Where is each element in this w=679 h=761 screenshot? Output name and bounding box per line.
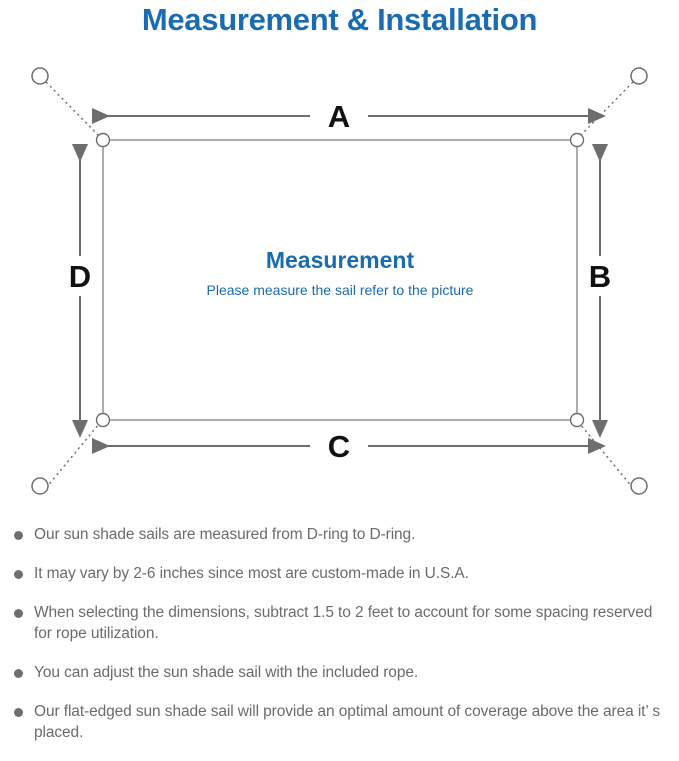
dimension-label-d: D: [69, 259, 91, 294]
rope-bottom-right: [579, 423, 634, 489]
d-ring-bottom-left: [95, 412, 111, 428]
sail-diagram-svg: A C D B Measurement Please measure the s…: [31, 67, 648, 495]
d-ring-top-left: [95, 132, 111, 148]
dimension-arrows: [72, 108, 608, 454]
list-item: You can adjust the sun shade sail with t…: [0, 662, 679, 683]
anchor-points: [31, 67, 648, 495]
list-item: Our sun shade sails are measured from D-…: [0, 524, 679, 545]
note-text: Our sun shade sails are measured from D-…: [34, 526, 416, 543]
page-root: Measurement & Installation: [0, 2, 679, 741]
d-ring-bottom-right: [569, 412, 585, 428]
list-item: Our flat-edged sun shade sail will provi…: [0, 701, 679, 743]
sail-center-subtitle: Please measure the sail refer to the pic…: [207, 282, 474, 298]
page-title: Measurement & Installation: [141, 2, 538, 37]
dimension-label-b: B: [589, 259, 611, 294]
note-text: You can adjust the sun shade sail with t…: [34, 664, 419, 681]
note-text: Our flat-edged sun shade sail will provi…: [34, 703, 660, 741]
rope-top-left: [45, 81, 100, 137]
rope-bottom-left: [45, 423, 100, 489]
anchor-point-bottom-right: [630, 477, 648, 495]
anchor-point-bottom-left: [31, 477, 49, 495]
dimension-label-a: A: [328, 99, 350, 134]
bullet-icon: [14, 609, 23, 618]
dimension-label-c: C: [328, 429, 350, 464]
d-ring-top-right: [569, 132, 585, 148]
d-rings: [95, 132, 585, 428]
bullet-icon: [14, 531, 23, 540]
measurement-diagram: A C D B Measurement Please measure the s…: [0, 48, 679, 508]
bullet-icon: [14, 708, 23, 717]
bullet-icon: [14, 570, 23, 579]
list-item: When selecting the dimensions, subtract …: [0, 602, 679, 644]
sail-center-title: Measurement: [266, 247, 415, 273]
anchor-point-top-left: [31, 67, 49, 85]
anchor-point-top-right: [630, 67, 648, 85]
note-text: When selecting the dimensions, subtract …: [34, 604, 653, 642]
rope-top-right: [579, 81, 634, 137]
notes-list: Our sun shade sails are measured from D-…: [0, 524, 679, 761]
sail-rectangle: [102, 139, 578, 421]
bullet-icon: [14, 669, 23, 678]
list-item: It may vary by 2-6 inches since most are…: [0, 563, 679, 584]
rope-lines: [45, 81, 634, 489]
note-text: It may vary by 2-6 inches since most are…: [34, 565, 469, 582]
